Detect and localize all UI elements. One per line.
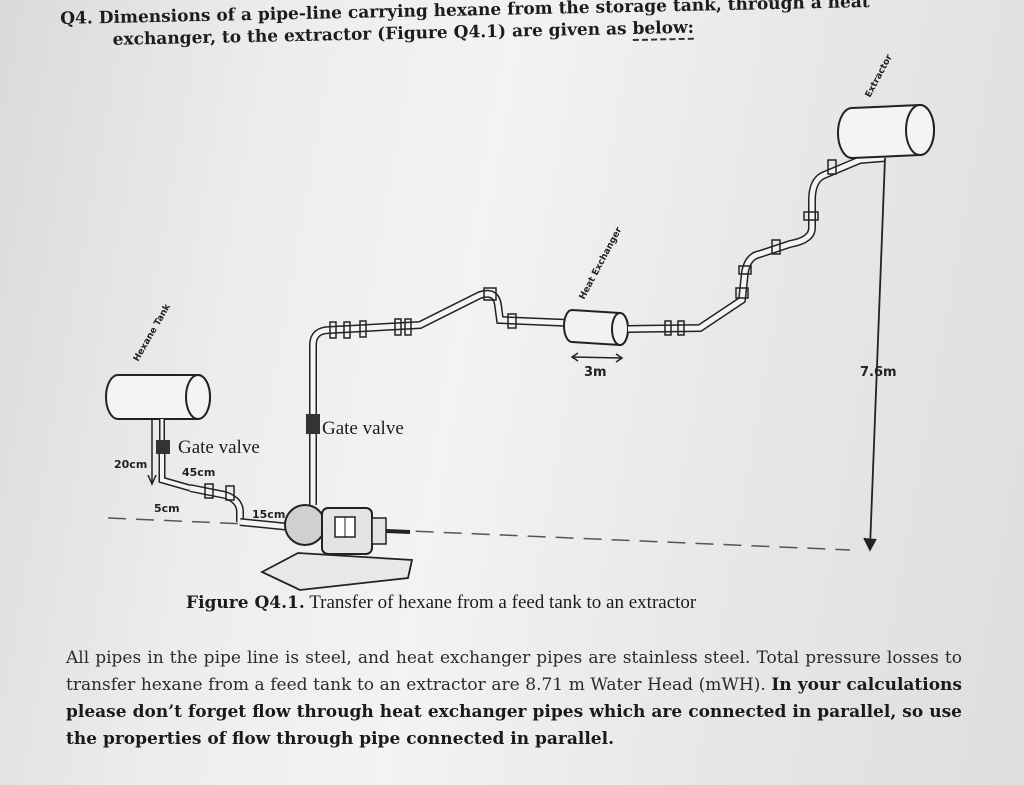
hexane-tank-label: Hexane Tank [132,302,173,364]
pipeline-diagram: Hexane Tank Gate valve 20cm 45cm 5cm 15c… [105,53,935,591]
ground-line [107,517,851,551]
figure-caption-text: Transfer of hexane from a feed tank to a… [304,592,697,613]
hexane-tank [105,374,211,420]
gate-valve-1-label: Gate valve [178,437,260,458]
dim-5cm-label: 5cm [154,502,180,515]
paragraph-normal-text: All pipes in the pipe line is steel, and… [66,648,962,695]
figure-caption: Figure Q4.1. Transfer of hexane from a f… [186,592,696,614]
dim-45cm-label: 45cm [182,466,215,479]
dim-7-6m-label: 7.6m [860,365,897,380]
dim-3m-label: 3m [584,365,607,380]
extractor [837,103,935,160]
problem-paragraph: All pipes in the pipe line is steel, and… [66,645,962,753]
paragraph-bold-text: In your calculations please don’t forget… [66,675,962,749]
figure-caption-number: Figure Q4.1. [186,593,305,613]
dim-20cm-label: 20cm [114,458,147,471]
heat-exchanger-label: Heat Exchanger [578,225,625,301]
dim-15cm-label: 15cm [252,508,285,521]
gate-valve-1-icon [156,440,170,454]
extractor-label: Extractor [864,53,895,100]
gate-valve-2-icon [306,414,320,434]
heat-exchanger [563,308,629,347]
pump [259,504,414,591]
gate-valve-2-label: Gate valve [322,418,404,439]
